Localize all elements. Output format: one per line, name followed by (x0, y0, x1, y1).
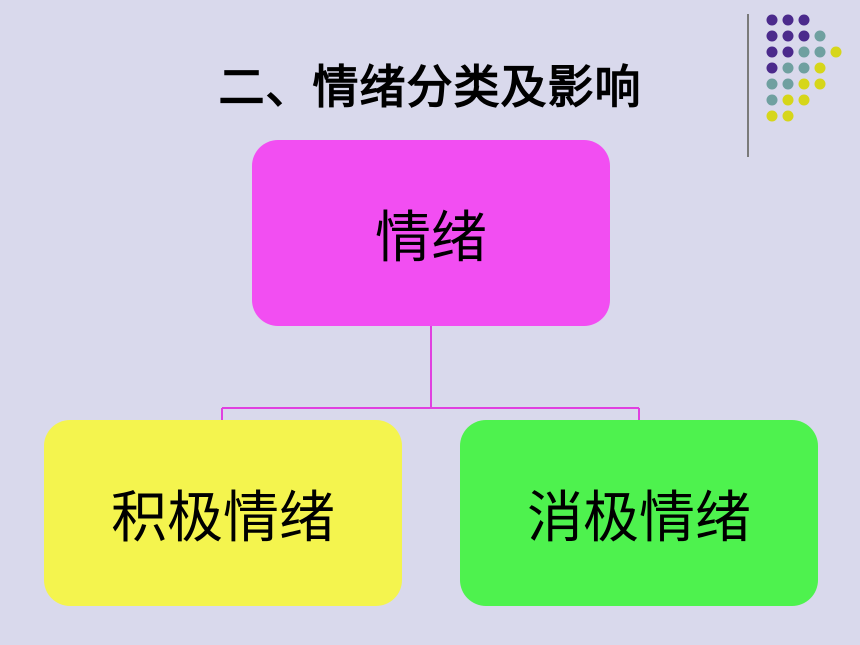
decor-dot (782, 78, 794, 90)
decor-dot (782, 62, 794, 74)
node-negative-emotion: 消极情绪 (460, 420, 818, 606)
decor-dot (798, 62, 810, 74)
decor-dot (766, 78, 778, 90)
decor-dot (798, 30, 810, 42)
decor-dot (782, 14, 794, 26)
decor-dot (814, 30, 826, 42)
decor-dot (766, 30, 778, 42)
node-negative-emotion-label: 消极情绪 (527, 485, 751, 551)
decor-dot (814, 62, 826, 74)
decor-dot (766, 94, 778, 106)
decor-dot (782, 110, 794, 122)
decor-dot (766, 14, 778, 26)
decor-dot (814, 46, 826, 58)
node-positive-emotion-label: 积极情绪 (111, 485, 335, 551)
decor-dot (798, 78, 810, 90)
decor-dot (782, 46, 794, 58)
decor-dot (798, 94, 810, 106)
decor-dot (798, 46, 810, 58)
decor-dot (814, 78, 826, 90)
node-emotion: 情绪 (252, 140, 610, 326)
vertical-divider (747, 14, 749, 157)
decor-dot (782, 30, 794, 42)
decor-dot (766, 46, 778, 58)
decor-dot (782, 94, 794, 106)
slide-title: 二、情绪分类及影响 (218, 60, 642, 114)
decor-dot (766, 110, 778, 122)
decor-dot (766, 62, 778, 74)
node-positive-emotion: 积极情绪 (44, 420, 402, 606)
node-emotion-label: 情绪 (375, 205, 487, 271)
decor-dot (798, 14, 810, 26)
decor-dot (830, 46, 842, 58)
